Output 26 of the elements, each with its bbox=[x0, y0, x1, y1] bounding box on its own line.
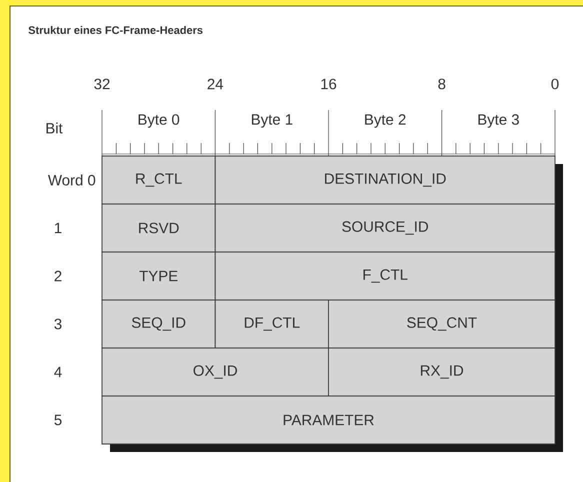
word-label: 5 bbox=[54, 414, 62, 426]
word-label: 3 bbox=[54, 318, 62, 330]
field-cell: RX_ID bbox=[328, 348, 556, 396]
field-cell: OX_ID bbox=[102, 348, 329, 396]
field-cell: R_CTL bbox=[102, 156, 216, 204]
field-cell: RSVD bbox=[102, 204, 216, 252]
word-label: 2 bbox=[54, 270, 62, 282]
field-cell: DF_CTL bbox=[214, 300, 329, 348]
word-label: Word 0 bbox=[48, 174, 96, 186]
bit-number: 16 bbox=[321, 78, 336, 90]
bit-number: 32 bbox=[94, 78, 110, 90]
bit-number: 0 bbox=[551, 78, 559, 90]
field-cell: SEQ_ID bbox=[102, 300, 216, 348]
byte-label: Byte 3 bbox=[478, 114, 519, 128]
field-cell: SEQ_CNT bbox=[328, 300, 556, 348]
byte-label: Byte 2 bbox=[365, 114, 406, 128]
axis-label: Bit bbox=[46, 122, 63, 134]
field-cell: PARAMETER bbox=[102, 396, 556, 444]
bit-number: 8 bbox=[438, 78, 446, 90]
title: Struktur eines FC-Frame-Headers bbox=[28, 26, 203, 34]
word-label: 4 bbox=[54, 366, 62, 378]
bit-number: 24 bbox=[208, 78, 224, 90]
field-cell: TYPE bbox=[102, 252, 216, 300]
word-label: 1 bbox=[55, 222, 62, 234]
byte-label: Byte 1 bbox=[252, 114, 292, 128]
byte-label: Byte 0 bbox=[138, 114, 180, 128]
